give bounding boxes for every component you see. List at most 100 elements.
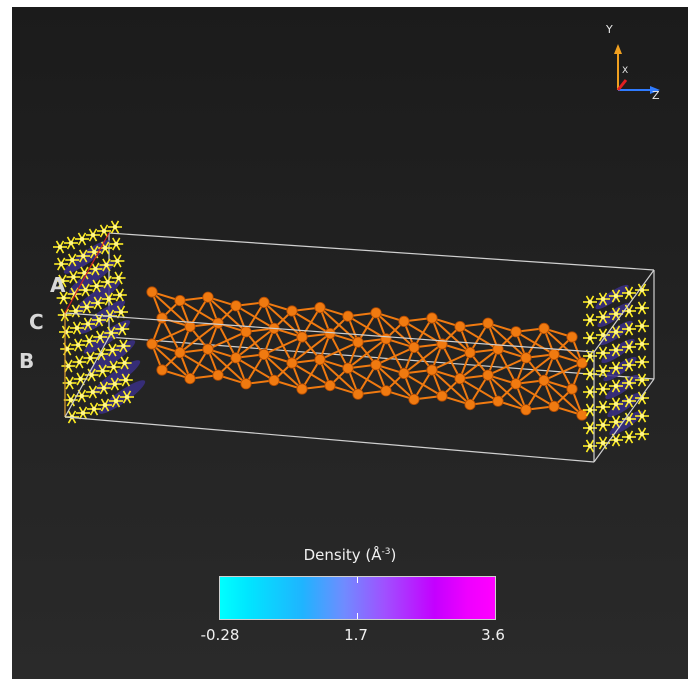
axis-x-label: X (622, 66, 629, 76)
spin-arrow-cluster (609, 361, 623, 375)
spin-center (613, 329, 619, 335)
spin-center (96, 317, 102, 323)
atom (286, 357, 298, 369)
spin-arrow-cluster (112, 288, 127, 302)
spin-center (639, 413, 645, 419)
spin-center (90, 389, 96, 395)
spin-arrow-cluster (583, 313, 597, 327)
colorbar-title: Density (Å-3) (12, 546, 688, 564)
atom-bond (357, 312, 377, 343)
spin-arrow-cluster (596, 364, 610, 378)
atom (408, 341, 420, 353)
atom (342, 362, 354, 374)
spin-arrow-cluster (117, 356, 132, 370)
atom-bond (301, 359, 321, 390)
spin-arrow-cluster (81, 317, 95, 331)
atom (156, 364, 168, 376)
atom (174, 294, 186, 307)
spin-center (111, 364, 116, 370)
atom (296, 383, 308, 395)
atom (146, 338, 158, 350)
cell-vector-c-label: C (29, 310, 44, 334)
spin-center (587, 299, 593, 305)
atom (342, 310, 354, 322)
density-colorbar (219, 576, 496, 620)
spin-arrow-cluster (66, 270, 81, 284)
cell-vector-b-label: B (19, 349, 35, 373)
spin-arrow-cluster (92, 313, 106, 327)
spin-center (90, 232, 96, 238)
spin-arrow-cluster (583, 439, 597, 453)
spin-center (88, 355, 93, 361)
atom (548, 348, 560, 360)
spin-arrow-cluster (101, 292, 116, 306)
spin-arrow-cluster (596, 346, 610, 360)
spin-center (79, 236, 85, 242)
spin-arrows (53, 220, 649, 453)
atom (398, 315, 410, 327)
spin-arrow-cluster (109, 394, 123, 408)
atom (174, 346, 186, 359)
spin-arrow-cluster (98, 398, 112, 412)
atom-bond (487, 356, 527, 377)
spin-arrow-cluster (596, 382, 610, 396)
spin-arrow-cluster (98, 241, 113, 255)
atom (184, 372, 196, 385)
spin-arrow-cluster (83, 351, 98, 365)
atom-bond (431, 351, 471, 371)
spin-center (60, 278, 65, 284)
atom (380, 385, 392, 397)
spin-arrow-cluster (76, 249, 91, 263)
cell-edge (64, 416, 595, 463)
spin-center (67, 380, 72, 386)
atom (510, 326, 522, 338)
spin-arrow-cluster (110, 254, 125, 268)
atom-bond (301, 307, 321, 338)
spin-center (120, 326, 125, 332)
spin-arrow-cluster (72, 355, 87, 369)
colorbar-max-label: 3.6 (481, 626, 505, 644)
spin-arrow-cluster (99, 258, 114, 272)
spin-center (613, 437, 619, 443)
spin-center (587, 317, 593, 323)
spin-center (109, 330, 114, 336)
structure-scene[interactable] (12, 7, 688, 679)
spin-arrow-cluster (596, 418, 610, 432)
spin-center (587, 371, 593, 377)
spin-arrow-cluster (87, 245, 102, 259)
colorbar-mid-tick (357, 613, 358, 619)
spin-arrow-cluster (95, 364, 110, 378)
atom-bond (179, 322, 219, 354)
3d-viewport[interactable]: A C B Y Z X Density (Å-3) -0.28 1.7 3.6 (12, 7, 688, 679)
atom (380, 333, 392, 345)
spin-center (626, 380, 632, 386)
spin-arrow-cluster (108, 220, 122, 234)
atom (538, 322, 550, 334)
spin-arrow-cluster (78, 283, 93, 297)
atom (352, 336, 364, 348)
atom-bond (543, 362, 583, 382)
spin-arrow-cluster (622, 376, 636, 390)
colorbar-mid-label: 1.7 (344, 626, 368, 644)
spin-arrow-cluster (622, 358, 636, 372)
atom (510, 378, 522, 390)
atom (314, 301, 326, 314)
spin-center (587, 407, 593, 413)
spin-arrow-cluster (63, 393, 78, 407)
spin-center (122, 360, 127, 366)
spin-arrow-cluster (115, 322, 130, 336)
spin-arrow-cluster (622, 322, 636, 336)
spin-arrow-cluster (635, 427, 649, 441)
spin-arrow-cluster (100, 275, 115, 289)
atom-bonds (151, 291, 583, 416)
spin-center (61, 295, 66, 301)
atom (492, 343, 504, 355)
spin-arrow-cluster (596, 292, 610, 306)
atom (454, 320, 466, 333)
spin-arrow-cluster (583, 367, 597, 381)
atom (408, 393, 420, 405)
spin-center (98, 334, 103, 340)
spin-center (65, 346, 70, 352)
spin-arrow-cluster (105, 343, 120, 357)
spin-center (639, 323, 645, 329)
